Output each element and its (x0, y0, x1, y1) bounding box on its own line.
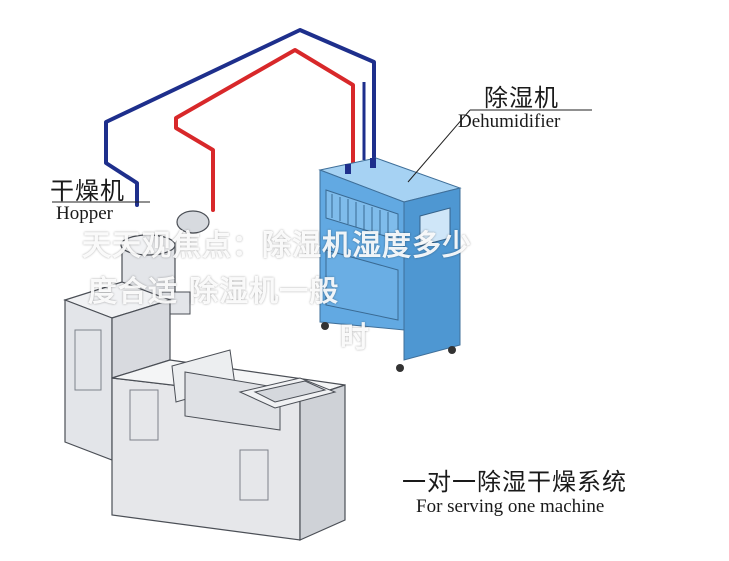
system-title-en: For serving one machine (416, 496, 605, 517)
watermark-line-2: 度合适 除湿机一般 (88, 274, 340, 308)
system-title-cn: 一对一除湿干燥系统 (402, 468, 627, 496)
watermark-line-3: 时 (340, 320, 371, 354)
watermark-line-1: 天天观焦点：除湿机湿度多少 (82, 228, 473, 262)
hopper-label-cn: 干燥机 (50, 177, 125, 205)
dehumidifier-label-cn: 除湿机 (484, 84, 559, 112)
dehumidifier-unit (318, 157, 462, 372)
dehumidifier-leader (407, 109, 471, 183)
return-air-pipe (104, 28, 376, 207)
hopper-label-en: Hopper (56, 203, 113, 224)
supply-air-pipe (174, 48, 355, 212)
injection-machine (63, 281, 346, 541)
dehumidifier-label-en: Dehumidifier (458, 111, 561, 132)
